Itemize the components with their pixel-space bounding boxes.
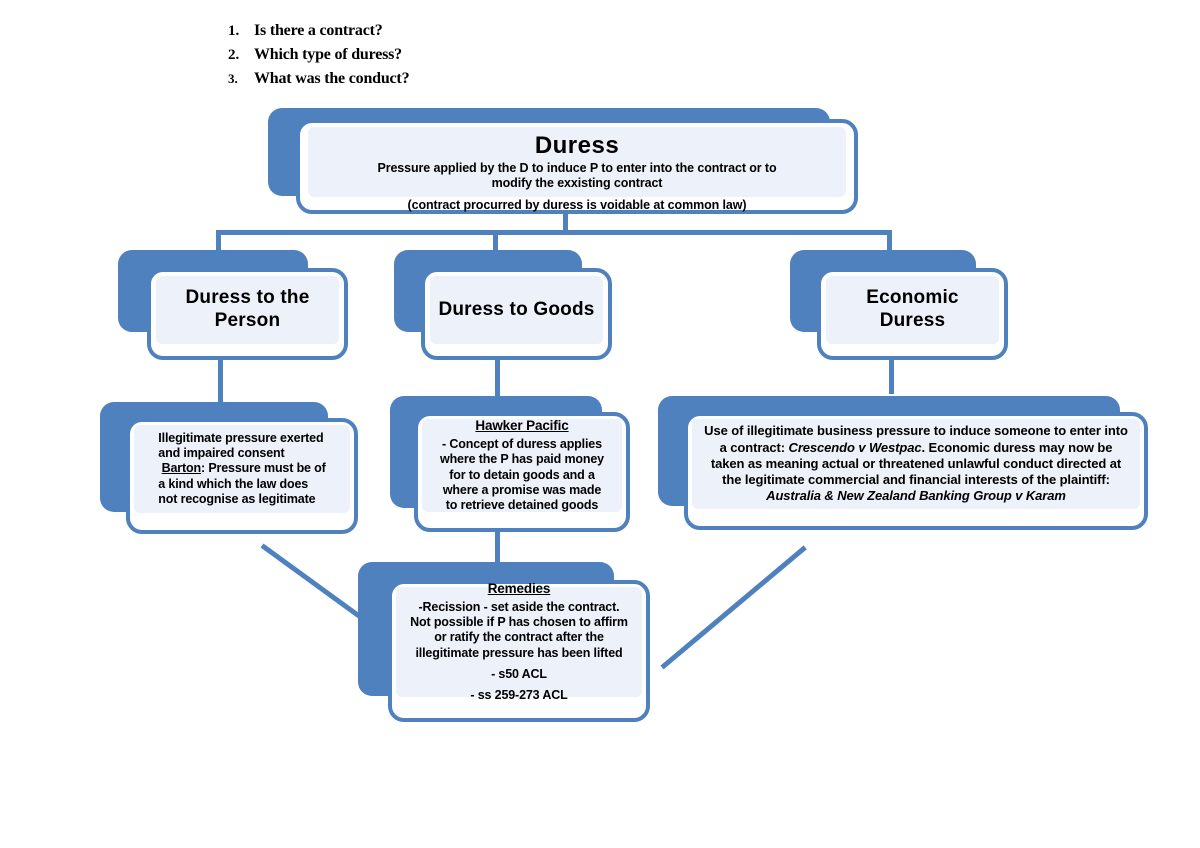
question-number-1: 1. xyxy=(228,23,240,39)
node-duress-to-goods[interactable]: Duress to Goods xyxy=(394,250,612,360)
connector-drop-economic xyxy=(887,230,892,256)
node-person-detail-inner: Illegitimate pressure exerted and impair… xyxy=(134,425,350,513)
question-number-3: 3. xyxy=(228,71,238,86)
node-goods-detail-text: Hawker Pacific - Concept of duress appli… xyxy=(436,418,608,514)
node-remedies-line1: -Recission - set aside the contract. xyxy=(418,599,620,614)
connector-person-to-detail xyxy=(218,352,223,414)
node-economic-detail-inner: Use of illegitimate business pressure to… xyxy=(692,419,1140,509)
node-goods-detail-line4: where a promise was made xyxy=(442,482,602,497)
node-duress-to-goods-label: Duress to Goods xyxy=(438,299,594,322)
node-goods-detail-heading: Hawker Pacific xyxy=(475,417,569,433)
node-remedies-line4: illegitimate pressure has been lifted xyxy=(415,645,623,660)
connector-diagonal-remedies-economic xyxy=(660,545,807,670)
node-duress-desc: Pressure applied by the D to induce P to… xyxy=(371,161,782,191)
node-goods-detail-inner: Hawker Pacific - Concept of duress appli… xyxy=(422,418,622,514)
node-economic-duress-line1: Economic xyxy=(866,287,959,309)
node-person-detail-line5: not recognise as legitimate xyxy=(158,491,316,506)
node-duress-to-person-inner: Duress to the Person xyxy=(156,276,339,344)
node-person-detail-text: Illegitimate pressure exerted and impair… xyxy=(154,431,329,507)
node-remedies-text: Remedies -Recission - set aside the cont… xyxy=(406,581,632,704)
node-duress-title: Duress xyxy=(534,132,620,160)
node-goods-detail[interactable]: Hawker Pacific - Concept of duress appli… xyxy=(390,396,630,532)
node-duress-desc-line1: Pressure applied by the D to induce P to… xyxy=(377,161,777,176)
node-duress-inner: Duress Pressure applied by the D to indu… xyxy=(308,127,846,197)
node-duress-to-person[interactable]: Duress to the Person xyxy=(118,250,348,360)
node-economic-duress-label: Economic Duress xyxy=(866,287,958,333)
connector-duress-trunk xyxy=(563,212,568,234)
node-goods-detail-line1: - Concept of duress applies xyxy=(442,437,602,452)
question-item-3: 3. What was the conduct? xyxy=(228,70,648,88)
node-duress[interactable]: Duress Pressure applied by the D to indu… xyxy=(268,108,858,214)
connector-goods-to-detail xyxy=(495,352,500,408)
node-economic-duress[interactable]: Economic Duress xyxy=(790,250,1008,360)
question-list: 1. Is there a contract? 2. Which type of… xyxy=(228,22,648,94)
node-person-detail-line2: and impaired consent xyxy=(158,446,285,461)
question-text-3: What was the conduct? xyxy=(254,70,410,87)
node-remedies-inner: Remedies -Recission - set aside the cont… xyxy=(396,581,642,702)
node-economic-detail-text: Use of illegitimate business pressure to… xyxy=(692,423,1140,504)
node-economic-detail-case2: Australia & New Zealand Banking Group v … xyxy=(766,488,1066,504)
node-remedies-heading: Remedies xyxy=(487,580,551,596)
question-number-2: 2. xyxy=(228,47,240,63)
node-person-detail-case: Barton xyxy=(161,461,202,476)
node-remedies-line5: - s50 ACL xyxy=(491,666,547,681)
connector-drop-person xyxy=(216,230,221,256)
node-person-detail-line4: a kind which the law does xyxy=(158,476,309,491)
node-duress-to-goods-inner: Duress to Goods xyxy=(430,276,603,344)
node-economic-detail[interactable]: Use of illegitimate business pressure to… xyxy=(658,396,1148,530)
node-goods-detail-line2: where the P has paid money xyxy=(440,452,604,467)
node-duress-to-person-label: Duress to the Person xyxy=(185,287,309,333)
connector-drop-goods xyxy=(493,230,498,256)
node-remedies-line3: or ratify the contract after the xyxy=(434,630,604,645)
node-duress-note: (contract procurred by duress is voidabl… xyxy=(407,198,747,212)
node-duress-to-goods-line1: Duress to Goods xyxy=(438,298,595,320)
connector-goods-detail-to-remedies xyxy=(495,528,500,580)
node-remedies[interactable]: Remedies -Recission - set aside the cont… xyxy=(358,562,650,722)
connector-horizontal-bus xyxy=(216,230,892,235)
question-item-2: 2. Which type of duress? xyxy=(228,46,648,64)
node-person-detail[interactable]: Illegitimate pressure exerted and impair… xyxy=(100,402,358,534)
question-item-1: 1. Is there a contract? xyxy=(228,22,648,40)
node-economic-duress-inner: Economic Duress xyxy=(826,276,999,344)
node-economic-detail-t1: Use of illegitimate business pressure to… xyxy=(704,423,1128,455)
node-goods-detail-line5: to retrieve detained goods xyxy=(445,498,599,513)
node-person-detail-line3: Barton: Pressure must be of xyxy=(158,461,326,476)
node-person-detail-line1: Illegitimate pressure exerted xyxy=(158,430,324,445)
connector-economic-to-detail xyxy=(889,352,894,394)
node-economic-duress-line2: Duress xyxy=(879,310,946,331)
node-duress-to-person-line1: Duress to the xyxy=(185,287,310,309)
node-duress-desc-line2: modify the exxisting contract xyxy=(491,176,663,191)
node-economic-detail-t2: . Economic duress may now be taken as me… xyxy=(710,439,1122,488)
node-economic-detail-case1: Crescendo v Westpac xyxy=(788,439,922,455)
question-text-2: Which type of duress? xyxy=(254,46,402,63)
node-remedies-line6: - ss 259-273 ACL xyxy=(470,688,568,703)
node-duress-to-person-line2: Person xyxy=(214,310,281,331)
node-remedies-line2: Not possible if P has chosen to affirm xyxy=(410,615,628,630)
node-person-detail-line3-rest: : Pressure must be of xyxy=(201,461,326,476)
question-text-1: Is there a contract? xyxy=(254,22,383,39)
node-goods-detail-line3: for to detain goods and a xyxy=(449,467,595,482)
